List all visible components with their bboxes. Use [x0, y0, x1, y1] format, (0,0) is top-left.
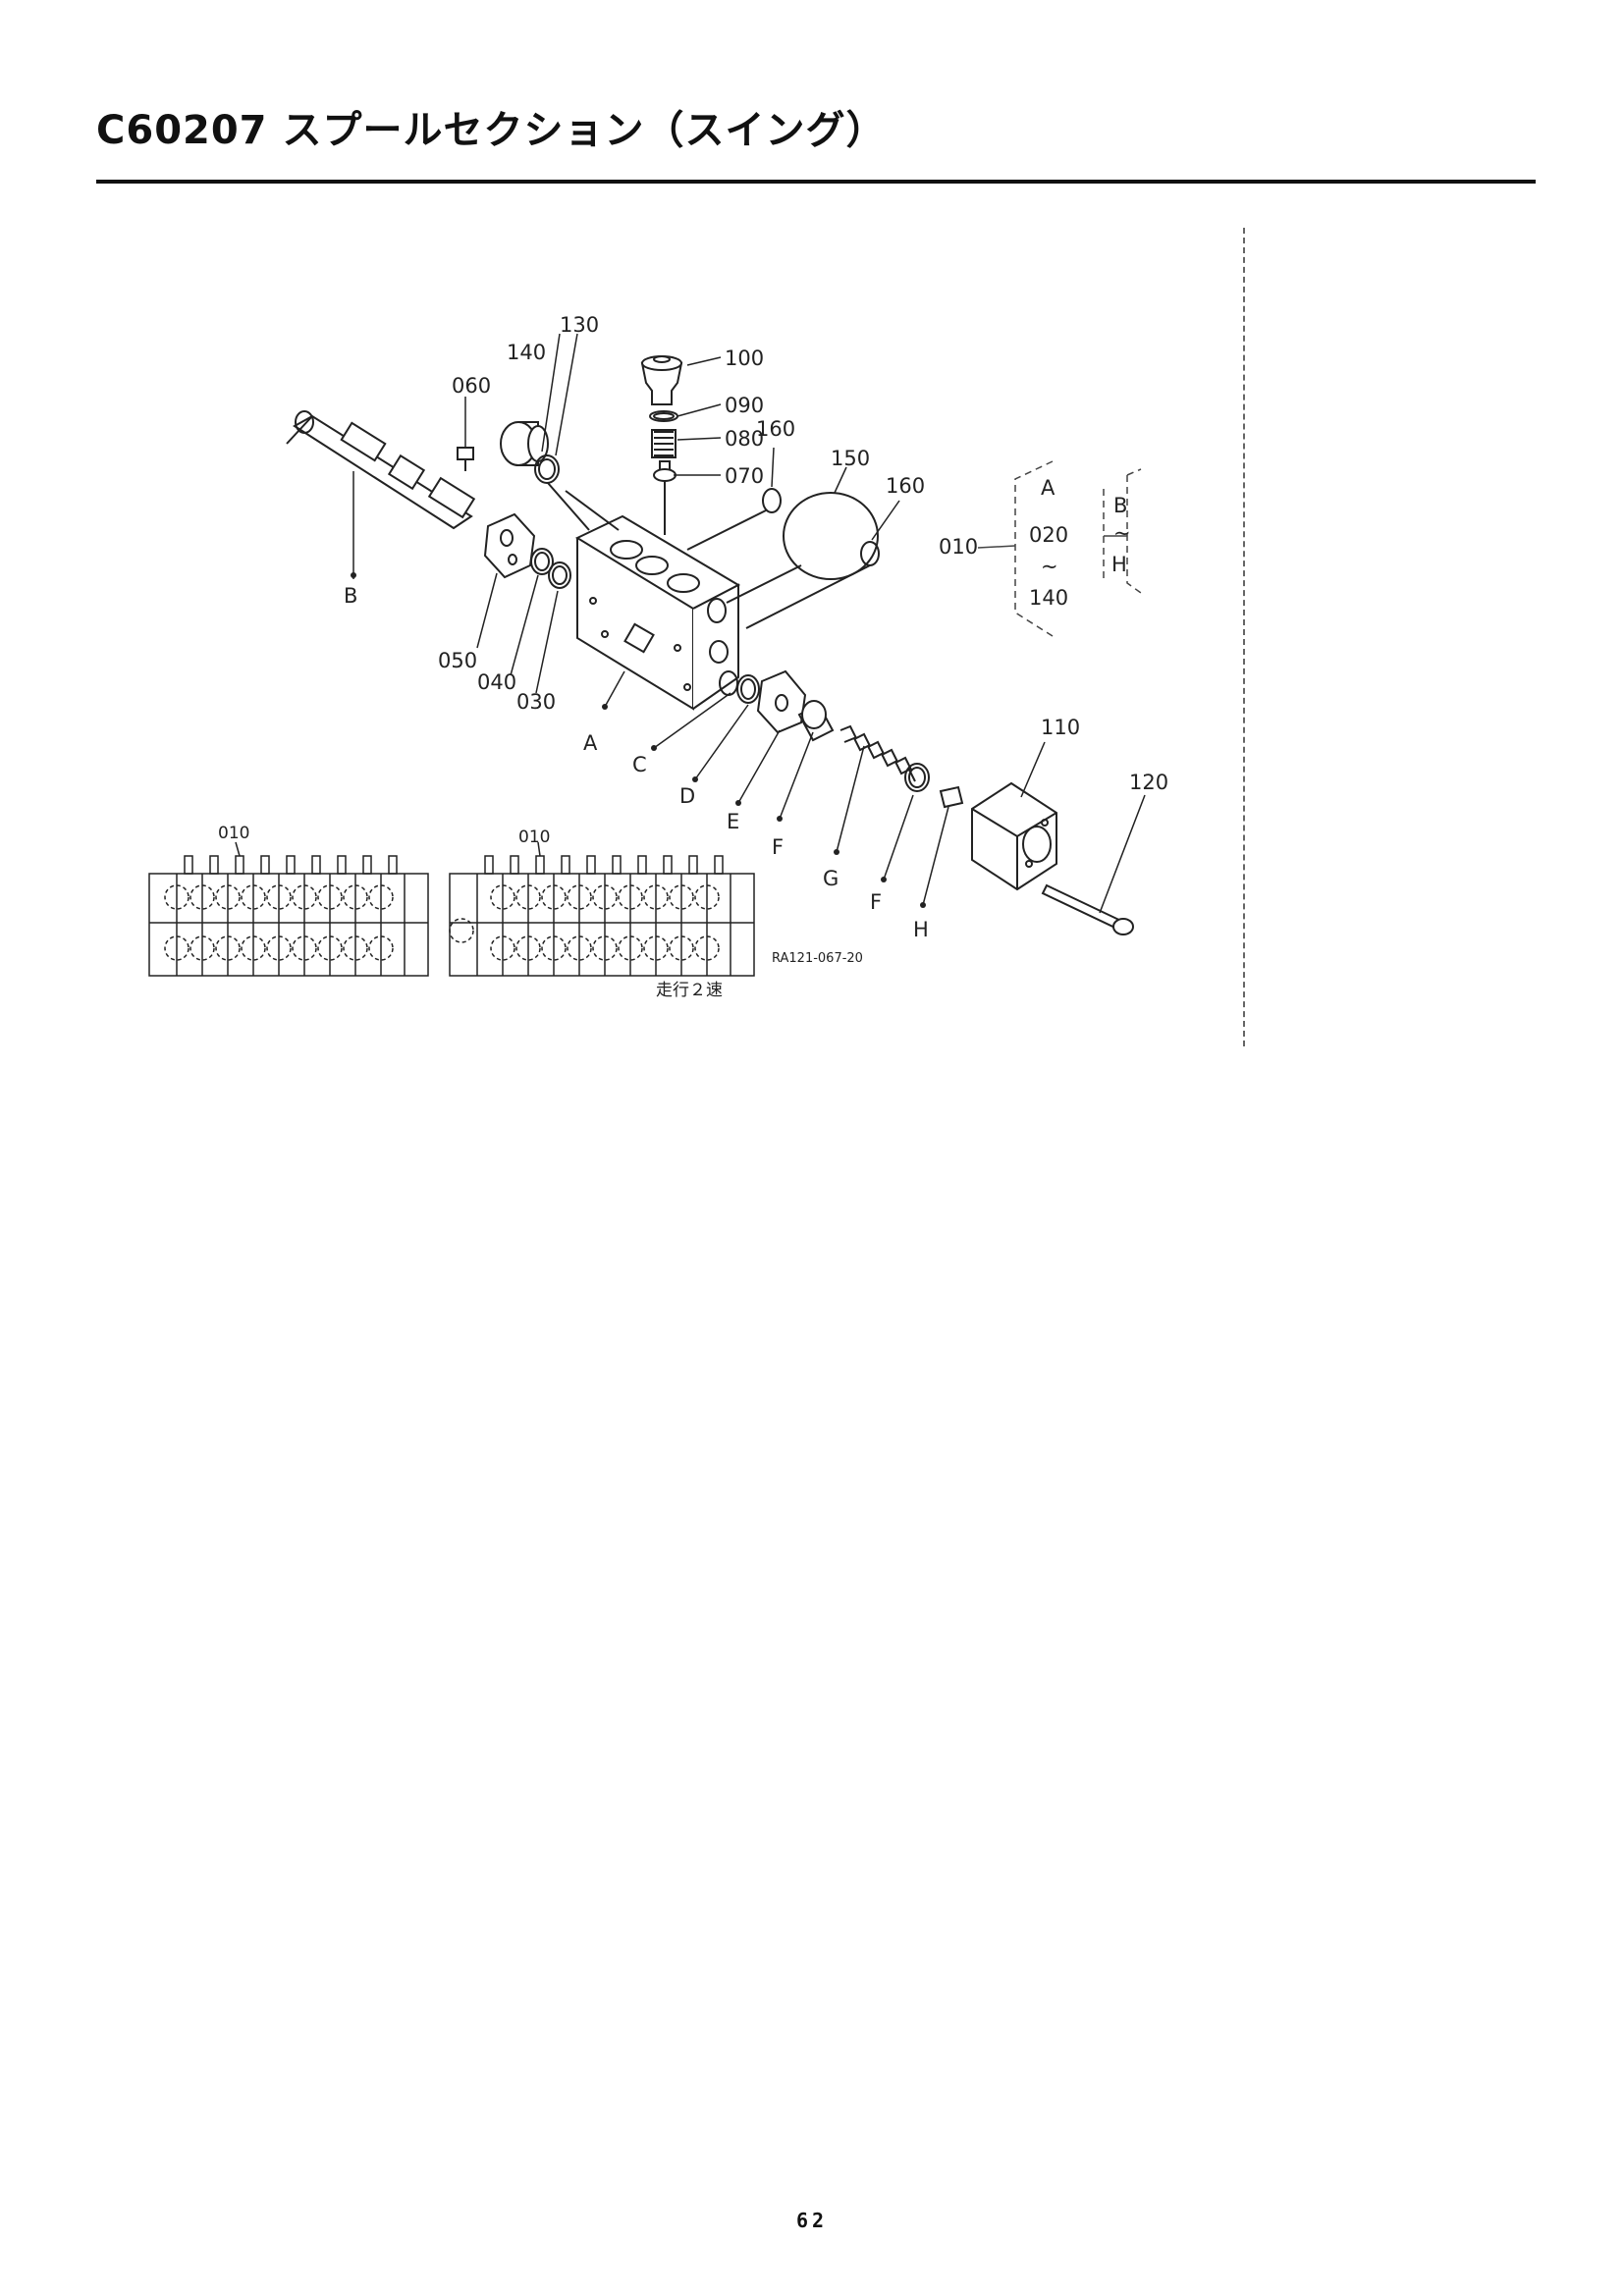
callout-120: 120: [1129, 771, 1168, 794]
callout-160-right: 160: [886, 474, 925, 498]
letter-c: C: [632, 753, 647, 776]
callout-060: 060: [452, 374, 491, 398]
page-title: C60207 スプールセクション（スイング）: [96, 108, 887, 153]
callout-070: 070: [725, 464, 764, 488]
legend-tilde: ~: [1041, 555, 1058, 578]
assembly-view-left: [148, 841, 429, 977]
callout-160-left: 160: [756, 417, 795, 441]
callout-050: 050: [438, 649, 477, 672]
legend-right-bottom: H: [1111, 553, 1127, 576]
assembly-left-label: 010: [218, 824, 249, 843]
plug-stack-drawing: [640, 355, 683, 535]
callout-030: 030: [516, 690, 556, 714]
legend-mid: 020: [1029, 523, 1068, 547]
assembly-right-label: 010: [518, 828, 550, 847]
letter-g: G: [823, 867, 839, 890]
o-rings-drawing: [686, 488, 880, 629]
letter-h: H: [913, 918, 929, 941]
callout-040: 040: [477, 670, 516, 694]
page-number: 62: [795, 2209, 829, 2232]
assembly-view-right: [449, 841, 755, 977]
end-cap-drawing: [971, 781, 1134, 935]
callout-100: 100: [725, 347, 764, 370]
plug-140-drawing: [457, 421, 590, 531]
legend-top: A: [1041, 476, 1056, 500]
letter-e: E: [727, 810, 739, 833]
callout-130: 130: [560, 313, 599, 337]
letter-f-left: F: [772, 835, 784, 859]
title-rule: [96, 180, 1536, 184]
legend-right-tilde: ~: [1113, 521, 1131, 545]
callout-140: 140: [507, 341, 546, 364]
spool-drawing: [286, 410, 476, 530]
leader-dots: [351, 572, 926, 908]
legend-bracket: [1014, 460, 1142, 637]
exploded-parts-diagram: 100 090 080 070 130 140 060 160 150 160 …: [148, 313, 1168, 1000]
assembly-caption: 走行２速: [656, 981, 723, 1000]
letter-d: D: [679, 784, 695, 808]
spring-end-drawing: [719, 669, 964, 809]
letter-f-right: F: [870, 890, 882, 914]
callout-110: 110: [1041, 716, 1080, 739]
callout-150: 150: [831, 447, 870, 470]
leader-lines: [352, 333, 1146, 914]
drawing-number: RA121-067-20: [772, 951, 863, 966]
callout-080: 080: [725, 427, 764, 451]
legend-ref: 010: [939, 535, 978, 559]
legend-ticks: [977, 535, 1127, 549]
legend-right-top: B: [1113, 494, 1127, 517]
column-separator: [1243, 228, 1245, 1046]
callout-090: 090: [725, 394, 764, 417]
letter-a: A: [583, 731, 598, 755]
legend-bottom: 140: [1029, 586, 1068, 610]
housing-drawing: [565, 490, 741, 711]
letter-b: B: [344, 584, 357, 608]
cover-050-drawing: [483, 512, 571, 589]
